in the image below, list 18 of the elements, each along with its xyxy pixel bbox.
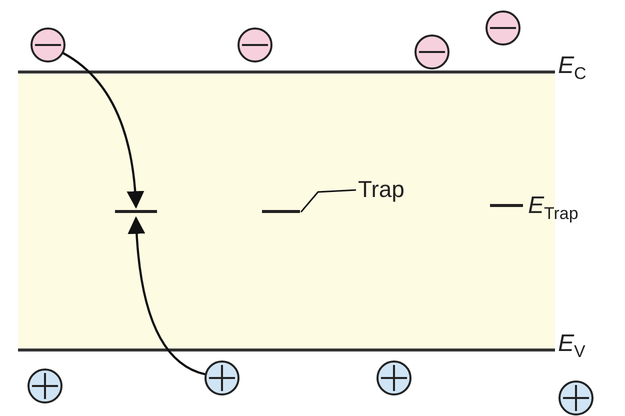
electron-circle	[414, 34, 450, 70]
trap-energy-label: E$_{Trap}$	[528, 192, 578, 224]
valence-band-label: E$_{V}$	[558, 330, 586, 362]
hole-circle	[558, 380, 594, 416]
electron-circle	[485, 10, 521, 46]
leader-line	[300, 189, 356, 212]
electron-circle	[30, 27, 66, 63]
hole-circle	[204, 360, 240, 396]
hole-circle	[27, 368, 63, 404]
trap-label: Trap	[358, 176, 404, 203]
conduction-band-label: E$_{C}$	[558, 52, 586, 84]
arrow	[128, 216, 206, 376]
hole-circle	[376, 360, 412, 396]
electron-circle	[237, 27, 273, 63]
arrow	[62, 52, 144, 209]
trap-level-line	[262, 210, 300, 214]
trap-level-line	[490, 204, 523, 208]
trap-level-line	[115, 210, 157, 214]
